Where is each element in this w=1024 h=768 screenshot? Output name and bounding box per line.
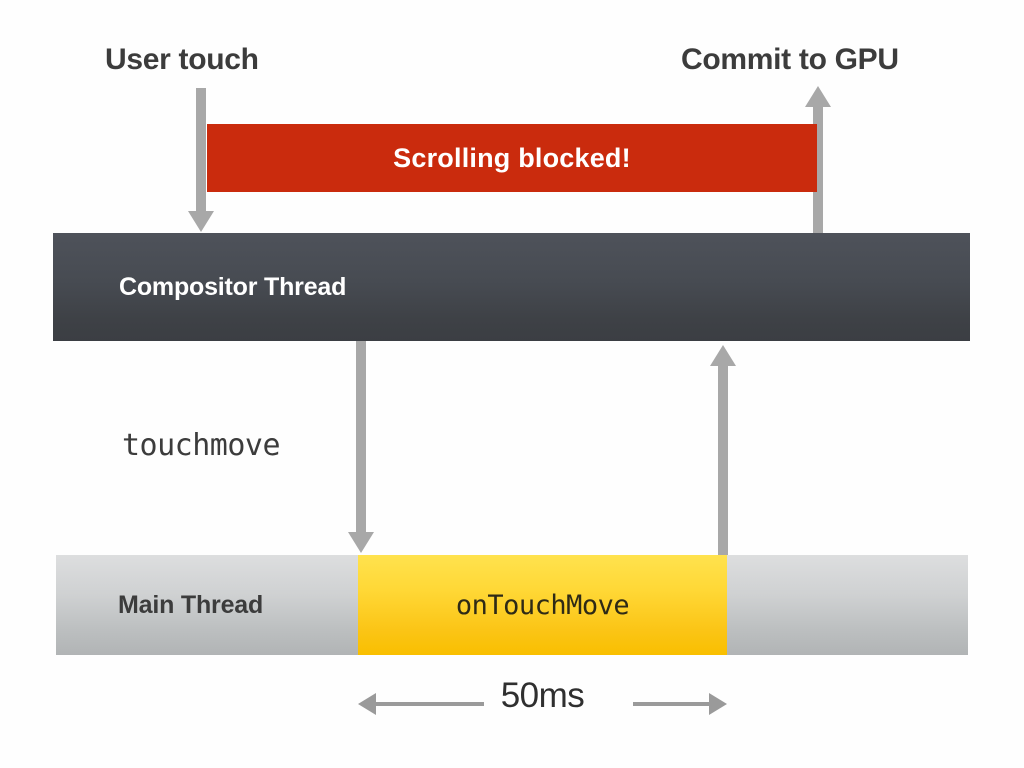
- arrow-shaft: [356, 341, 366, 534]
- arrow-head-up-icon: [710, 345, 736, 366]
- touchmove-event-label: touchmove: [122, 428, 281, 463]
- arrow-head-up-icon: [805, 86, 831, 107]
- duration-label-wrap: 50ms: [358, 676, 727, 716]
- arrow-commit-to-gpu-up-icon: [805, 86, 831, 234]
- arrow-touchmove-down-icon: [348, 341, 374, 553]
- arrow-shaft: [196, 88, 206, 213]
- arrow-shaft: [813, 105, 823, 234]
- compositor-thread-track: Compositor Thread: [53, 233, 970, 341]
- compositor-thread-label: Compositor Thread: [119, 272, 347, 301]
- arrow-user-touch-down-icon: [188, 88, 214, 232]
- ontouchmove-handler-label: onTouchMove: [455, 589, 630, 621]
- label-commit-to-gpu: Commit to GPU: [681, 43, 899, 76]
- arrow-head-down-icon: [348, 532, 374, 553]
- measure-line-right: [633, 702, 713, 706]
- duration-label: 50ms: [484, 676, 601, 715]
- measure-line-left: [372, 702, 484, 706]
- ontouchmove-handler-block: onTouchMove: [358, 555, 727, 655]
- scrolling-blocked-banner: Scrolling blocked!: [207, 124, 817, 192]
- label-user-touch: User touch: [105, 43, 259, 76]
- main-thread-label: Main Thread: [118, 590, 264, 619]
- arrow-handler-return-up-icon: [710, 345, 736, 555]
- arrow-shaft: [718, 364, 728, 555]
- arrow-head-left-icon: [358, 693, 376, 715]
- arrow-head-down-icon: [188, 211, 214, 232]
- arrow-head-right-icon: [709, 693, 727, 715]
- duration-measure: 50ms: [358, 676, 727, 730]
- scrolling-blocked-label: Scrolling blocked!: [393, 142, 631, 173]
